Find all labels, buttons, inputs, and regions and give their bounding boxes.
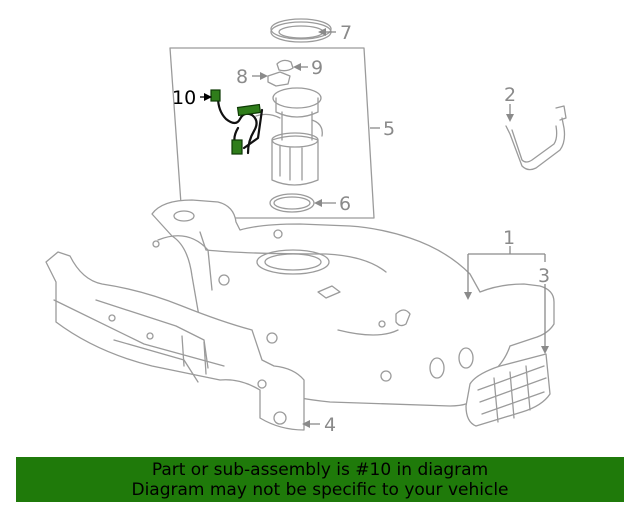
shield-part-4 — [45, 251, 305, 431]
connector-part-8 — [267, 71, 291, 87]
leader-2 — [506, 104, 514, 122]
callout-5[interactable]: 5 — [383, 118, 395, 140]
callout-2[interactable]: 2 — [504, 84, 516, 106]
callout-8[interactable]: 8 — [236, 66, 248, 88]
strap-part-2 — [505, 105, 567, 171]
leader-3 — [541, 254, 549, 354]
leader-1 — [464, 246, 545, 300]
clip-part-9 — [276, 59, 294, 72]
notice-banner: Part or sub-assembly is #10 in diagram D… — [16, 457, 624, 502]
leader-10 — [200, 93, 212, 101]
seal-part-6 — [269, 193, 315, 213]
leader-9 — [293, 63, 308, 71]
fuel-pump-module — [255, 87, 323, 186]
subassembly-box-5 — [169, 47, 375, 219]
callout-9[interactable]: 9 — [311, 57, 323, 79]
callout-3[interactable]: 3 — [538, 265, 550, 287]
callout-1[interactable]: 1 — [503, 227, 515, 249]
callout-6[interactable]: 6 — [339, 193, 351, 215]
leader-7 — [318, 28, 336, 36]
parts-diagram: 7 5 9 8 — [45, 18, 567, 436]
callout-10[interactable]: 10 — [172, 87, 196, 109]
leader-6 — [314, 199, 336, 207]
shield-part-3 — [465, 353, 551, 427]
wiring-harness-part-10 — [210, 89, 264, 155]
leader-8 — [252, 72, 268, 80]
leader-4 — [302, 420, 320, 428]
callout-7[interactable]: 7 — [340, 22, 352, 44]
banner-line-2: Diagram may not be specific to your vehi… — [131, 479, 509, 500]
banner-line-1: Part or sub-assembly is #10 in diagram — [151, 459, 489, 480]
callout-4[interactable]: 4 — [324, 414, 336, 436]
